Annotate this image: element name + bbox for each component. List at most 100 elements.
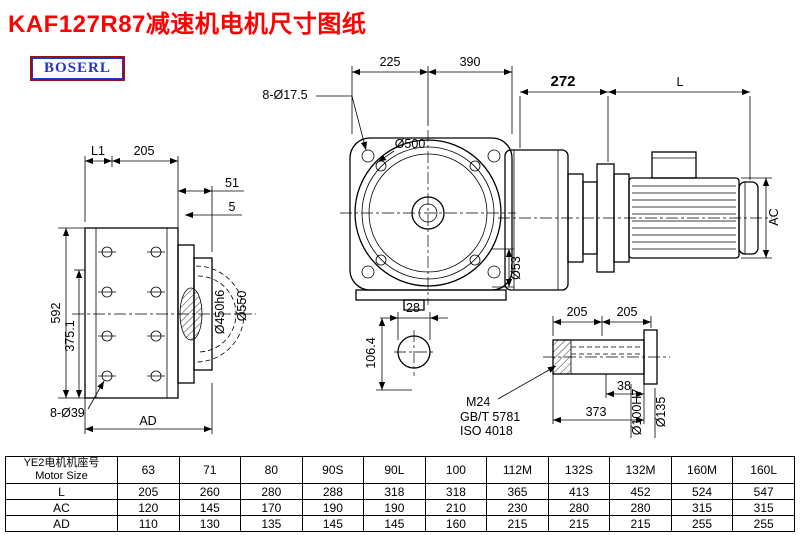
table-cell: 230 xyxy=(486,499,549,516)
col-header: 132S xyxy=(547,456,611,484)
table-header-row: YE2电机机座号 Motor Size 63 71 80 90S 90L 100… xyxy=(5,456,795,484)
left-side-view: L1 205 51 5 592 375.1 8-Ø39 AD Ø450h6 Ø5… xyxy=(49,144,256,434)
table-cell: 120 xyxy=(117,499,180,516)
table-row-AC: AC 120 145 170 190 190 210 230 280 280 3… xyxy=(5,499,795,516)
table-cell: 365 xyxy=(486,483,549,500)
table-cell: 160 xyxy=(424,515,488,532)
dim-L-label: L xyxy=(677,75,684,89)
table-cell: 170 xyxy=(240,499,303,516)
table-cell: 524 xyxy=(670,483,734,500)
table-cell: 205 xyxy=(117,483,180,500)
housing-outline xyxy=(349,137,513,291)
col-header: 90L xyxy=(363,456,426,484)
table-cell: 145 xyxy=(301,515,365,532)
table-cell: 210 xyxy=(424,499,488,516)
dim-225-label: 225 xyxy=(380,55,401,69)
table-cell: 547 xyxy=(732,483,795,500)
table-cell: 110 xyxy=(117,515,180,532)
table-cell: 280 xyxy=(609,499,672,516)
terminal-box xyxy=(651,151,697,179)
dim-D500-label: Ø500 xyxy=(395,137,426,151)
dim-1064-label: 106.4 xyxy=(364,337,378,368)
table-cell: 135 xyxy=(240,515,303,532)
dim-375-label: 375.1 xyxy=(63,320,77,351)
col-header: 100 xyxy=(424,456,488,484)
col-header: 71 xyxy=(178,456,242,484)
col-header: 112M xyxy=(486,456,549,484)
mounting-bolt-holes xyxy=(98,246,165,382)
dim-D450h6-label: Ø450h6 xyxy=(213,290,227,335)
dim-8xD175-label: 8-Ø17.5 xyxy=(262,88,307,102)
table-cell: 255 xyxy=(670,515,734,532)
dim-AC-label: AC xyxy=(767,208,781,225)
table-cell: 413 xyxy=(547,483,611,500)
dim-AD-label: AD xyxy=(139,414,156,428)
dim-373-label: 373 xyxy=(586,405,607,419)
dim-D100H7-label: Ø100H7 xyxy=(630,389,644,436)
row-label: L xyxy=(5,483,118,500)
motor-side-view: 272 L AC xyxy=(498,73,781,291)
dim-272-label: 272 xyxy=(550,73,575,90)
table-cell: 190 xyxy=(363,499,426,516)
boserl-logo: BOSERL xyxy=(30,56,125,81)
col-header: 90S xyxy=(301,456,365,484)
table-cell: 130 xyxy=(178,515,242,532)
shaft-flange-ring xyxy=(643,329,658,385)
table-row-AD: AD 110 130 135 145 145 160 215 215 215 2… xyxy=(5,515,795,532)
output-shaft-detail: 205 205 38 373 Ø100H7 Ø135 M24 GB/T 5781… xyxy=(460,305,670,438)
table-cell: 255 xyxy=(732,515,795,532)
table-cell: 318 xyxy=(363,483,426,500)
row-label: AD xyxy=(5,515,118,532)
dim-8xD39-label: 8-Ø39 xyxy=(50,406,85,420)
flange-bolt-holes xyxy=(361,149,501,279)
col-header: 80 xyxy=(240,456,303,484)
col-header: 132M xyxy=(609,456,672,484)
table-cell: 215 xyxy=(547,515,611,532)
header-en: Motor Size xyxy=(35,470,88,482)
table-cell: 215 xyxy=(609,515,672,532)
table-cell: 288 xyxy=(301,483,365,500)
table-cell: 315 xyxy=(670,499,734,516)
dim-D135-label: Ø135 xyxy=(654,397,668,428)
technical-drawing: L1 205 51 5 592 375.1 8-Ø39 AD Ø450h6 Ø5… xyxy=(49,55,781,438)
col-header: 160M xyxy=(670,456,734,484)
table-cell: 315 xyxy=(732,499,795,516)
col-header: 160L xyxy=(732,456,795,484)
housing-base xyxy=(355,289,507,301)
dim-38-label: 38 xyxy=(617,379,631,393)
dim-390-label: 390 xyxy=(460,55,481,69)
table-cell: 260 xyxy=(178,483,242,500)
std-iso4018-label: ISO 4018 xyxy=(460,424,513,438)
page-title: KAF127R87减速机电机尺寸图纸 xyxy=(8,11,367,38)
dim-D53-label: Ø53 xyxy=(509,256,523,280)
down-shaft-stub xyxy=(403,299,425,311)
motor-size-table: YE2电机机座号 Motor Size 63 71 80 90S 90L 100… xyxy=(5,456,795,532)
dim-205-label: 205 xyxy=(134,144,155,158)
table-cell: 280 xyxy=(240,483,303,500)
col-header: 63 xyxy=(117,456,180,484)
table-cell: 452 xyxy=(609,483,672,500)
table-cell: 190 xyxy=(301,499,365,516)
table-cell: 280 xyxy=(547,499,611,516)
dim-51-label: 51 xyxy=(225,176,239,190)
motor-fins xyxy=(632,185,736,250)
dim-L1-label: L1 xyxy=(91,144,105,158)
dim-28-label: 28 xyxy=(406,301,420,315)
gearbox-body-outline xyxy=(84,227,179,399)
dim-205a-label: 205 xyxy=(567,305,588,319)
table-cell: 215 xyxy=(486,515,549,532)
table-cell: 145 xyxy=(363,515,426,532)
thread-M24-label: M24 xyxy=(466,395,490,409)
std-gb5781-label: GB/T 5781 xyxy=(460,410,520,424)
front-view: 225 390 8-Ø17.5 Ø500 Ø53 28 106 xyxy=(262,55,523,391)
dim-D550-label: Ø550 xyxy=(235,291,249,322)
table-cell: 318 xyxy=(424,483,488,500)
table-cell: 145 xyxy=(178,499,242,516)
table-row-L: L 205 260 280 288 318 318 365 413 452 52… xyxy=(5,483,795,500)
table-corner-header: YE2电机机座号 Motor Size xyxy=(5,456,118,484)
dim-205b-label: 205 xyxy=(617,305,638,319)
header-cn: YE2电机机座号 xyxy=(23,457,100,469)
row-label: AC xyxy=(5,499,118,516)
dim-592-label: 592 xyxy=(49,303,63,324)
